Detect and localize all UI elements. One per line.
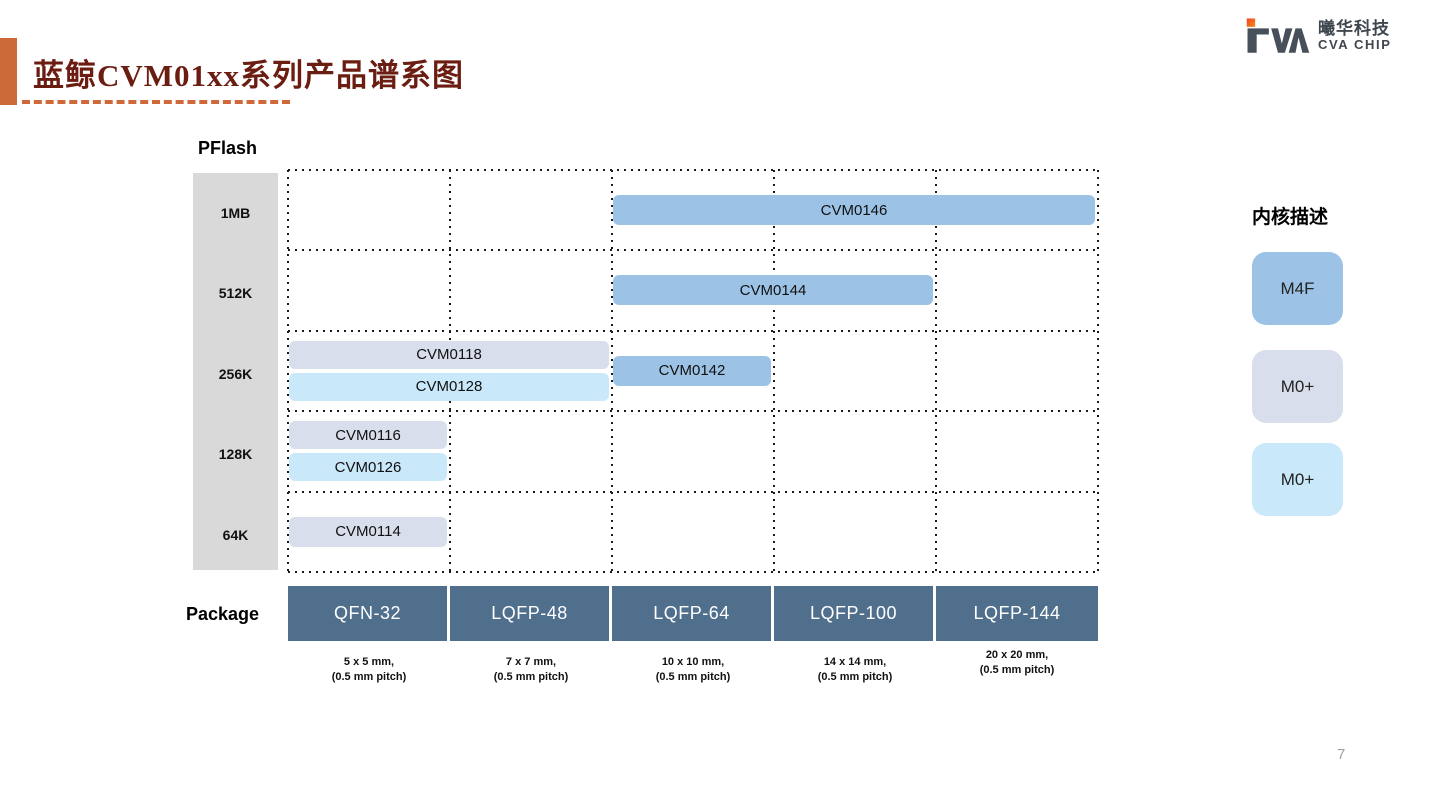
y-axis-label: PFlash bbox=[198, 138, 258, 158]
product-bar-cvm0146: CVM0146 bbox=[613, 195, 1095, 225]
pflash-row-label: 64K bbox=[222, 526, 249, 543]
grid-line-horizontal bbox=[288, 410, 1098, 413]
cva-logo-icon bbox=[1246, 18, 1310, 53]
legend-core-box-3: M0+ bbox=[1252, 443, 1343, 516]
title-accent-bar bbox=[0, 38, 17, 105]
package-header-lqfp-144: LQFP-144 bbox=[936, 586, 1098, 641]
legend-core-box-2: M0+ bbox=[1252, 350, 1343, 423]
pflash-axis-column bbox=[193, 173, 278, 570]
package-size-label: 7 x 7 mm, (0.5 mm pitch) bbox=[493, 656, 569, 683]
pflash-row-label: 1MB bbox=[220, 205, 251, 221]
grid-line-vertical bbox=[1097, 170, 1099, 572]
product-bar-cvm0126: CVM0126 bbox=[289, 453, 447, 482]
product-bar-cvm0116: CVM0116 bbox=[289, 421, 447, 450]
grid-line-vertical bbox=[287, 170, 289, 572]
pflash-row-label: 128K bbox=[218, 446, 253, 463]
product-bar-cvm0114: CVM0114 bbox=[289, 516, 447, 547]
package-header-lqfp-100: LQFP-100 bbox=[774, 586, 933, 641]
title-underline-dashes bbox=[22, 100, 290, 104]
logo-text: 曦华科技 CVA CHIP bbox=[1318, 18, 1392, 53]
legend-core-box-1: M4F bbox=[1252, 252, 1343, 325]
company-name-en: CVA CHIP bbox=[1318, 37, 1392, 53]
x-axis-label: Package bbox=[186, 604, 260, 624]
grid-line-horizontal bbox=[288, 490, 1098, 493]
grid-line-vertical bbox=[773, 170, 775, 572]
package-header-lqfp-64: LQFP-64 bbox=[612, 586, 771, 641]
package-size-label: 5 x 5 mm, (0.5 mm pitch) bbox=[331, 656, 407, 683]
grid-line-vertical bbox=[449, 170, 451, 572]
grid-line-horizontal bbox=[288, 571, 1098, 573]
product-bar-cvm0128: CVM0128 bbox=[289, 372, 609, 401]
page-number: 7 bbox=[1337, 746, 1346, 763]
pflash-row-label: 512K bbox=[218, 285, 253, 302]
page-title: 蓝鲸CVM01xx系列产品谱系图 bbox=[33, 58, 465, 93]
grid-line-horizontal bbox=[288, 249, 1098, 252]
grid-line-vertical bbox=[611, 170, 613, 572]
grid-line-vertical bbox=[935, 170, 937, 572]
product-bar-cvm0142: CVM0142 bbox=[613, 355, 771, 386]
package-header-qfn-32: QFN-32 bbox=[288, 586, 447, 641]
package-size-label: 10 x 10 mm, (0.5 mm pitch) bbox=[655, 656, 731, 683]
product-bar-cvm0118: CVM0118 bbox=[289, 340, 609, 369]
legend-title: 内核描述 bbox=[1252, 207, 1329, 228]
package-size-label: 20 x 20 mm, (0.5 mm pitch) bbox=[979, 649, 1055, 676]
company-logo: 曦华科技 CVA CHIP bbox=[1246, 13, 1391, 59]
grid-line-horizontal bbox=[288, 169, 1098, 171]
pflash-row-label: 256K bbox=[218, 365, 253, 382]
package-size-label: 14 x 14 mm, (0.5 mm pitch) bbox=[817, 656, 893, 683]
company-name-cn: 曦华科技 bbox=[1318, 18, 1390, 38]
grid-line-horizontal bbox=[288, 329, 1098, 332]
product-bar-cvm0144: CVM0144 bbox=[613, 275, 933, 306]
package-header-lqfp-48: LQFP-48 bbox=[450, 586, 609, 641]
